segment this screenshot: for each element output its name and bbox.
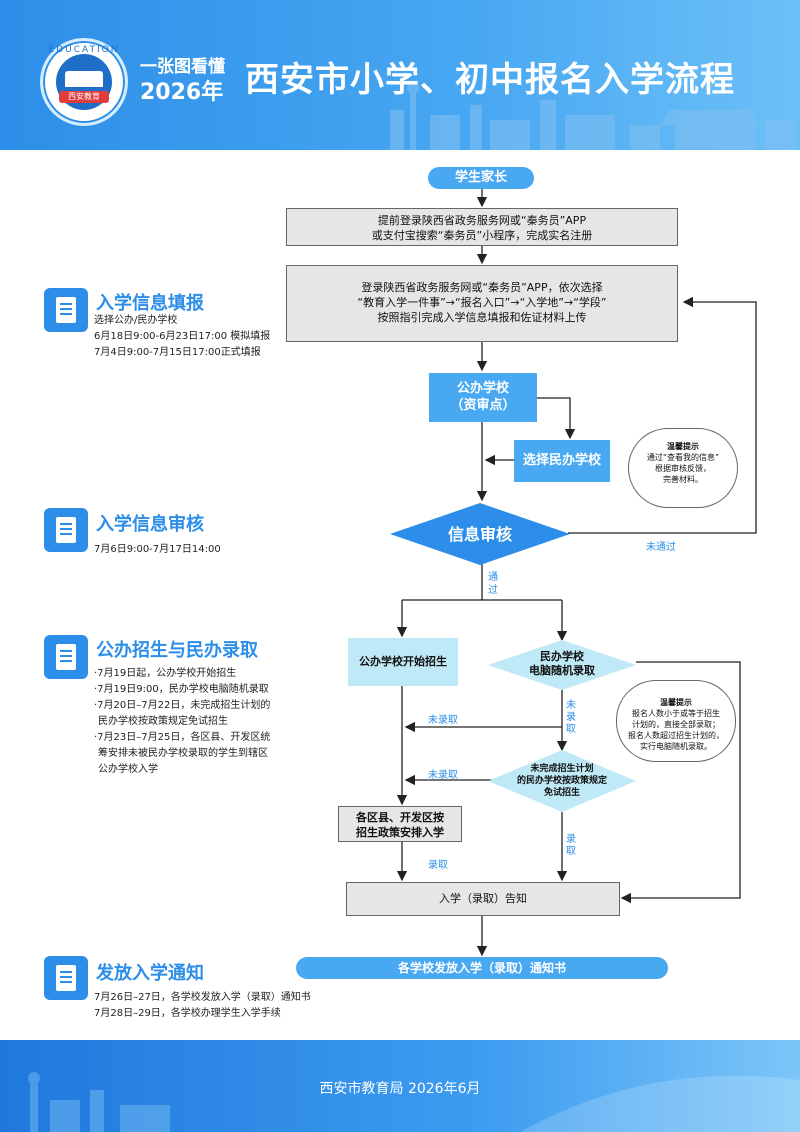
label-char: 录: [566, 834, 576, 845]
private-lottery-line: 民办学校: [540, 650, 584, 663]
section-line: 7月26日–27日，各学校发放入学（录取）通知书: [94, 992, 311, 1003]
district-line: 各区县、开发区按: [356, 811, 444, 824]
admitted-label: 录取: [428, 860, 448, 871]
not-admitted-label: 未录取: [428, 715, 458, 726]
subtitle-year: 2026年: [140, 80, 224, 105]
notify-box: 入学（录取）告知: [346, 882, 620, 916]
section-line: 筹安排未被民办学校录取的学生到辖区: [98, 748, 268, 759]
tip-line: 实行电脑随机录取。: [640, 742, 712, 751]
section-line: 公办学校入学: [98, 764, 158, 775]
notice-folder-icon: [44, 956, 88, 1000]
tip-cloud-2: 温馨提示 报名人数小于或等于招生 计划的，直接全部录取； 报名人数超过招生计划的…: [616, 680, 736, 762]
step-fill-line: 登录陕西省政务服务网或“秦务员”APP，依次选择: [361, 281, 603, 294]
section-line: 7月28日–29日，各学校办理学生入学手续: [94, 1008, 281, 1019]
section-line: ·7月20日–7月22日，未完成招生计划的: [94, 700, 271, 711]
label-char: 未: [566, 700, 576, 711]
tip-title: 温馨提示: [667, 442, 699, 451]
logo-ring-text: EDUCATION: [48, 45, 120, 55]
section-line: ·7月19日9:00，民办学校电脑随机录取: [94, 684, 269, 695]
section-line: 民办学校按政策规定免试招生: [98, 716, 228, 727]
flow-connectors: [396, 189, 757, 957]
start-parents: 学生家长: [428, 167, 534, 189]
district-arrange-box: 各区县、开发区按 招生政策安排入学: [338, 806, 462, 842]
tip-line: 通过“查看我的信息”: [646, 453, 720, 462]
district-line: 招生政策安排入学: [356, 826, 444, 839]
tip-line: 报名人数小于或等于招生: [632, 709, 720, 718]
tip-line: 根据审核反馈，: [655, 464, 711, 473]
section-title-review: 入学信息审核: [96, 514, 204, 535]
label-char: 取: [566, 724, 576, 735]
private-lottery-diamond: [488, 640, 636, 690]
city-skyline-decoration: [390, 82, 795, 150]
private-exempt-diamond: [488, 750, 636, 812]
footer-text: 西安市教育局 2026年6月: [319, 1081, 481, 1097]
logo-badge: 西安教育: [59, 91, 109, 103]
step-register-line: 或支付宝搜索“秦务员”小程序，完成实名注册: [371, 229, 593, 242]
private-exempt-line: 的民办学校按政策规定: [516, 776, 607, 786]
subtitle-line1: 一张图看懂: [140, 57, 225, 77]
education-logo: EDUCATION 西安教育: [40, 38, 128, 126]
not-admitted-label: 未录取: [428, 770, 458, 781]
admitted-vertical-label: 录 取: [566, 834, 576, 858]
page-title: 西安市小学、初中报名入学流程: [245, 60, 735, 100]
tip-line: 计划的，直接全部录取；: [632, 720, 720, 729]
book-icon: [65, 71, 103, 87]
section-title-fill-info: 入学信息填报: [96, 293, 204, 314]
section-line: 7月6日9:00-7月17日14:00: [94, 544, 221, 555]
section-title-notice: 发放入学通知: [96, 963, 204, 984]
header-banner: EDUCATION 西安教育 一张图看懂 2026年 西安市小学、初中报名入学流…: [0, 0, 800, 150]
label-char: 取: [566, 846, 576, 857]
passed-char: 通: [488, 572, 498, 583]
label-char: 录: [566, 712, 576, 723]
tip-line: 完善材料。: [663, 475, 703, 484]
section-line: ·7月23日–7月25日，各区县、开发区统: [94, 732, 271, 743]
private-lottery-line: 电脑随机录取: [529, 664, 595, 677]
form-icon: [44, 288, 88, 332]
section-line: ·7月19日起，公办学校开始招生: [94, 668, 237, 679]
passed-label: 通 过: [488, 571, 498, 597]
private-lottery-label: 民办学校 电脑随机录取: [488, 650, 636, 678]
step-register-line: 提前登录陕西省政务服务网或“秦务员”APP: [377, 214, 587, 227]
private-exempt-line: 免试招生: [543, 788, 580, 798]
section-line: 7月4日9:00-7月15日17:00正式填报: [94, 347, 261, 358]
step-fill-line: 按照指引完成入学信息填报和佐证材料上传: [377, 311, 587, 324]
step-register: 提前登录陕西省政务服务网或“秦务员”APP 或支付宝搜索“秦务员”小程序，完成实…: [286, 208, 678, 246]
review-document-icon: [44, 508, 88, 552]
footer-skyline-decoration: [28, 1072, 800, 1132]
not-passed-label: 未通过: [646, 542, 676, 553]
public-enroll-box: 公办学校开始招生: [348, 638, 458, 686]
tip-cloud-1: 温馨提示 通过“查看我的信息” 根据审核反馈， 完善材料。: [628, 428, 738, 508]
section-line: 6月18日9:00-6月23日17:00 模拟填报: [94, 331, 271, 342]
final-notice-pill: 各学校发放入学（录取）通知书: [296, 957, 668, 979]
review-label: 信息审核: [447, 525, 512, 544]
list-icon: [44, 635, 88, 679]
review-diamond: [390, 503, 570, 565]
step-fill-info: 登录陕西省政务服务网或“秦务员”APP，依次选择 “教育入学一件事”→“报名入口…: [286, 265, 678, 342]
public-school-box: 公办学校 （资审点）: [429, 373, 537, 422]
footer-banner: [0, 1040, 800, 1132]
private-school-box: 选择民办学校: [514, 440, 610, 482]
section-title-enrollment: 公办招生与民办录取: [96, 640, 258, 661]
not-admitted-vertical-label: 未 录 取: [566, 700, 576, 736]
private-exempt-line: 未完成招生计划: [530, 764, 594, 774]
public-school-label: 公办学校: [456, 381, 509, 396]
private-exempt-label: 未完成招生计划 的民办学校按政策规定 免试招生: [488, 763, 636, 799]
tip-line: 报名人数超过招生计划的，: [628, 731, 724, 740]
public-school-sublabel: （资审点）: [450, 398, 516, 413]
passed-char: 过: [488, 585, 498, 596]
tip-title: 温馨提示: [660, 698, 692, 707]
step-fill-line: “教育入学一件事”→“报名入口”→“入学地”→“学段”: [357, 296, 607, 309]
section-line: 选择公办/民办学校: [94, 315, 178, 326]
